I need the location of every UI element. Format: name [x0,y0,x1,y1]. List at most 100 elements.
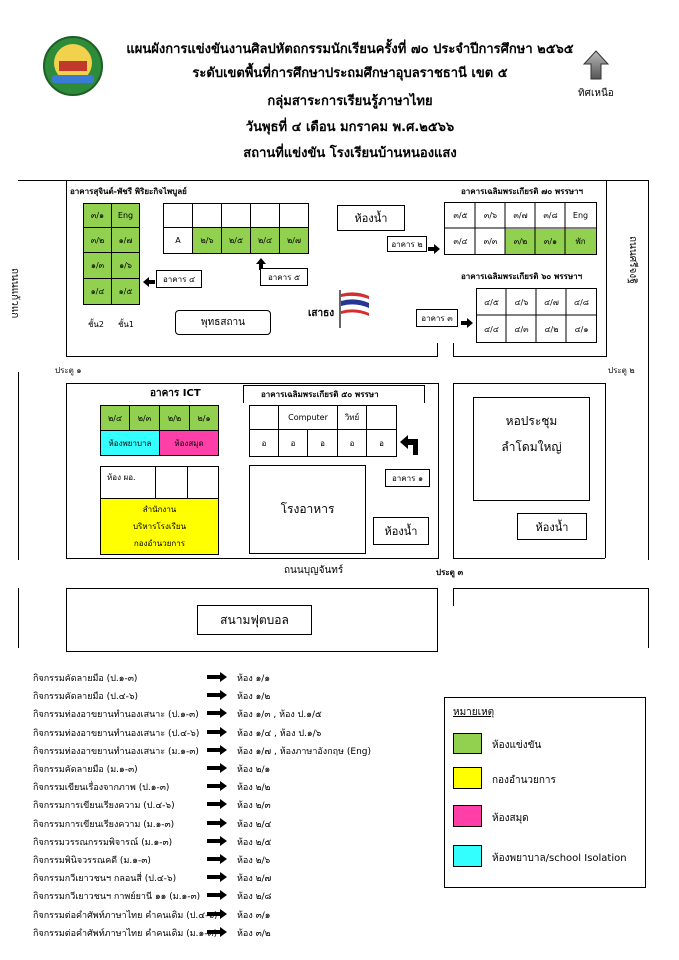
activity-name: กิจกรรมต่อคำศัพท์ภาษาไทย คำคนเดิม (ป.๔-๖… [33,911,218,921]
header-title-4: วันพุธที่ ๔ เดือน มกราคม พ.ศ.๒๕๖๖ [245,120,455,135]
room-cell: ๒/๔ [250,227,280,254]
toilet-bottom: ห้องน้ำ [373,517,429,545]
legend-label: ห้องพยาบาล/school Isolation [492,853,627,864]
room-cell: ๒/๒ [159,405,190,431]
activity-room: ห้อง ๓/๑ [237,911,271,921]
room-cell: A [163,227,193,254]
room-cell: อ [307,429,338,457]
legend-swatch-admin [453,767,482,789]
room-cell: ๒/๗ [279,227,309,254]
road-line [18,588,19,648]
room-cell-empty [250,203,280,228]
arrow-right-icon [428,239,440,254]
road-line [66,558,439,559]
room-cell: อ [249,429,279,457]
header-title-1: แผนผังการแข่งขันงานศิลปหัตถกรรมนักเรียนค… [126,42,574,57]
room-cell: ๒/๑ [189,405,219,431]
auditorium: หอประชุม ลำโดมใหญ่ [473,397,590,501]
room-cell: ๓/๔ [445,229,476,254]
gate-1-label: ประตู ๑ [55,366,82,375]
arrow-right-icon [461,313,473,328]
activity-name: กิจกรรมคัดลายมือ (ป.๑-๓) [33,674,138,684]
road-line [605,383,606,558]
arrow-right-icon [207,927,227,937]
room-cell: ๒/๓ [129,405,160,431]
activity-name: กิจกรรมการเขียนเรียงความ (ป.๔-๖) [33,801,175,811]
road-line [66,588,438,589]
activity-room: ห้อง ๓/๒ [237,929,271,939]
room-cell: อ [366,429,397,457]
room-cell-empty [155,466,188,499]
arrow-right-icon [207,745,227,755]
building-left-title: อาคารสุจินต์-พัชรี พิริยะกิจไพบูลย์ [70,187,187,196]
header-title-5: สถานที่แข่งขัน โรงเรียนบ้านหนองแสง [243,146,457,161]
room-cell: ๓/๑ [535,229,566,254]
activity-name: กิจกรรมการเขียนเรียงความ (ม.๑-๓) [33,820,175,830]
room-cell: ๒/๕ [221,227,251,254]
room-cell: ๓/๑ [83,203,112,228]
road-line [66,383,439,384]
road-line [437,343,438,357]
room-cell: ๓/๗ [505,203,536,228]
admin-label: สำนักงาน บริหารโรงเรียน กองอำนวยการ [132,505,187,548]
activity-room: ห้อง ๒/๑ [237,765,271,775]
room-cell-empty [163,203,193,228]
arrow-right-icon [207,872,227,882]
flagpole-label: เสาธง [308,308,335,319]
arrow-right-icon [207,818,227,828]
activity-room: ห้อง ๑/๓ , ห้อง ป.๑/๕ [237,710,322,720]
road-line [453,383,454,558]
activity-name: กิจกรรมท่องอาขยานทำนองเสนาะ (ป.๑-๓) [33,710,199,720]
room-cell: ๓/๒ [505,229,536,254]
arrow-left-icon [143,272,155,287]
road-line [66,651,438,652]
road-line [453,383,605,384]
activity-room: ห้อง ๒/๖ [237,856,271,866]
arrow-right-icon [207,836,227,846]
football-field: สนามฟุตบอล [197,605,312,635]
legend-label: ห้องสมุด [492,813,529,824]
building-5-label: อาคาร ๕ [260,268,308,286]
header-title-2: ระดับเขตพื้นที่การศึกษาประถมศึกษาอุบลราช… [192,66,508,81]
room-cell: ๓/๓ [475,229,506,254]
director-label: ห้อง ผอ. [107,473,136,482]
legend-swatch-library [453,805,482,827]
header-title-3: กลุ่มสาระการเรียนรู้ภาษาไทย [267,94,433,109]
ict-title: อาคาร ICT [150,388,201,399]
arrow-right-icon [207,781,227,791]
activity-room: ห้อง ๑/๗ , ห้องภาษาอังกฤษ (Eng) [237,747,372,757]
auditorium-label-2: ลำโดมใหญ่ [501,440,562,454]
building-70-title: อาคารเฉลิมพระเกียรติ ๗๐ พรรษาฯ [461,187,584,196]
activity-name: กิจกรรมคัดลายมือ (ป.๔-๖) [33,692,139,702]
building-50-title: อาคารเฉลิมพระเกียรติ ๕๐ พรรษา [261,390,379,399]
room-cell: ๒/๔ [100,405,130,431]
thai-flag-icon [337,290,371,328]
nurse-room: ห้องพยาบาล [100,430,160,456]
gate-2-label: ประตู ๒ [608,366,635,375]
arrow-right-icon [207,890,227,900]
arrow-right-icon [207,708,227,718]
room-cell: ๔/๖ [507,289,536,315]
building-line [424,385,425,403]
science-room: วิทย์ [337,405,367,430]
activity-room: ห้อง ๒/๕ [237,838,272,848]
legend-label: ห้องแข่งขัน [492,740,542,751]
activity-name: กิจกรรมคัดลายมือ (ม.๑-๓) [33,765,138,775]
road-line [648,180,649,560]
road-line [453,356,606,357]
road-line [18,180,648,181]
road-line [648,588,649,648]
road-line [66,356,438,357]
building-line [243,385,244,403]
room-cell: ๑/๔ [83,278,112,305]
room-cell-empty [366,405,397,430]
arrow-right-icon [207,727,227,737]
arrow-right-icon [207,763,227,773]
school-logo [42,35,104,97]
building-1-label: อาคาร ๑ [385,469,430,487]
room-cell: ๓/๖ [475,203,506,228]
room-cell: ๓/๘ [535,203,566,228]
arrow-right-icon [207,909,227,919]
road-line [66,383,67,558]
room-cell: ๔/๒ [537,316,566,342]
